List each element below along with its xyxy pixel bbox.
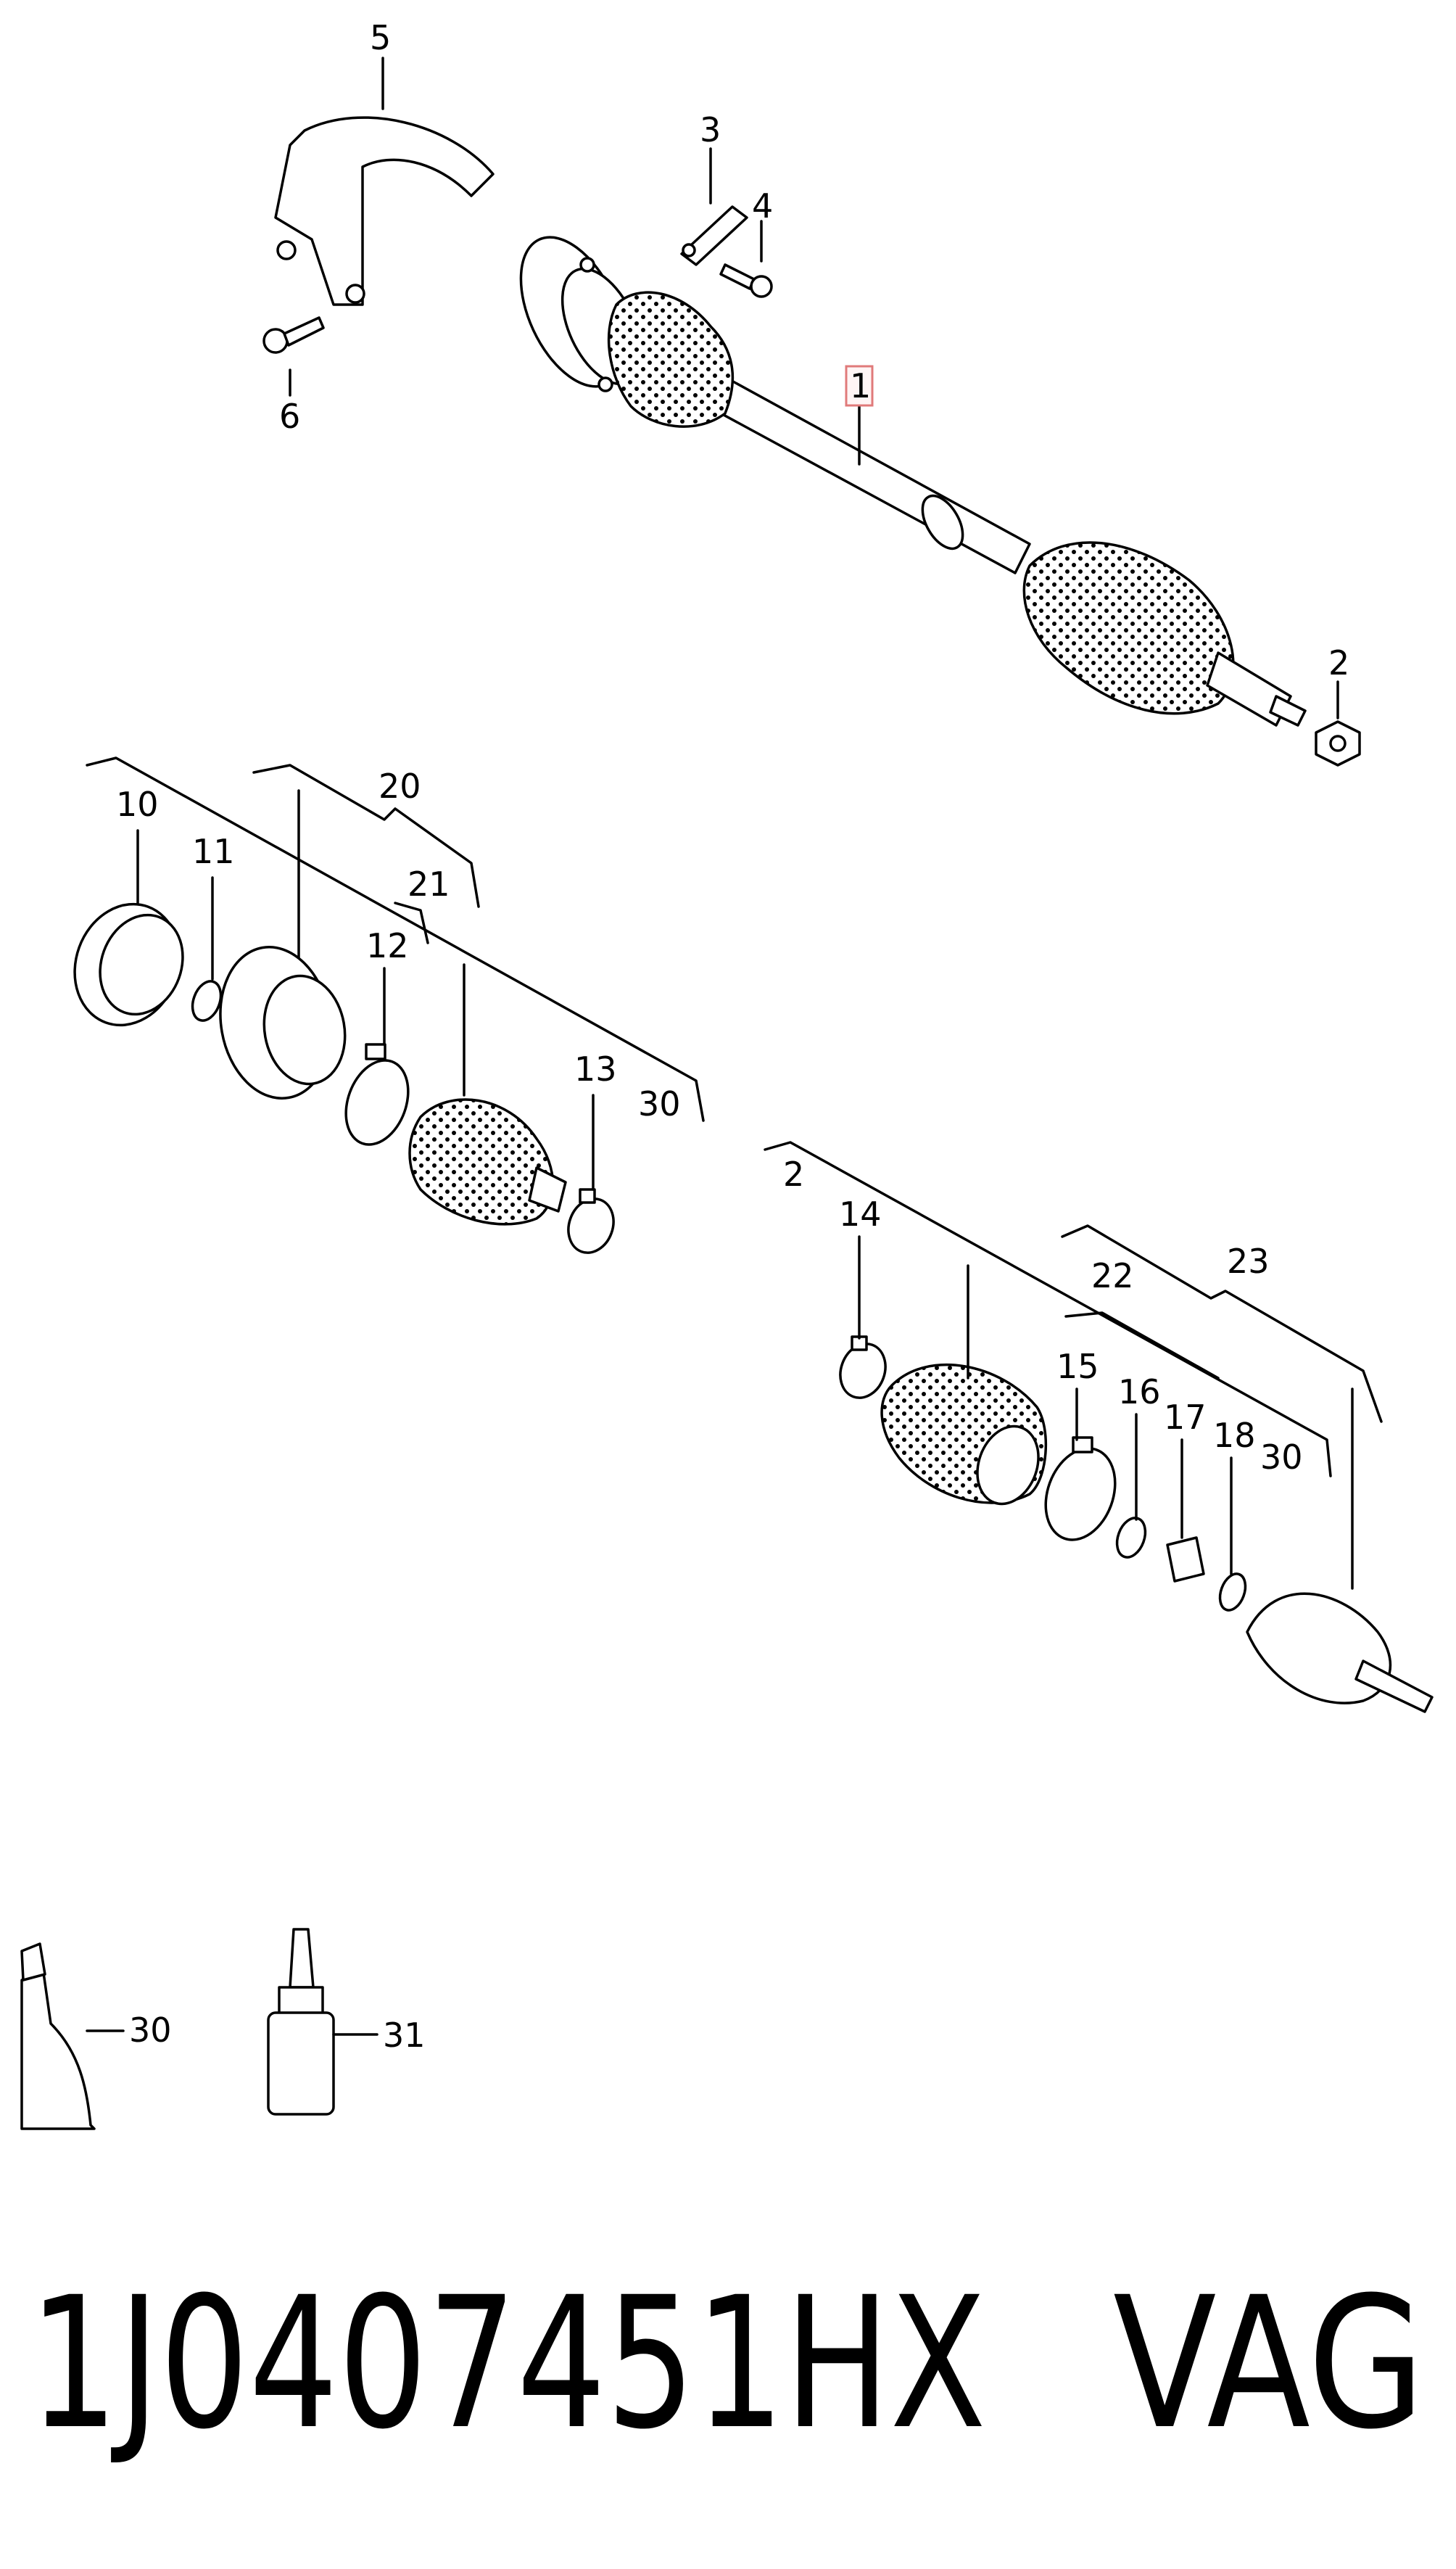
lock-plate bbox=[680, 205, 748, 266]
callout-30-inner: 30 bbox=[638, 1084, 681, 1123]
callout-30-grease: 30 bbox=[129, 2011, 172, 2050]
callout-6: 6 bbox=[279, 397, 300, 436]
callout-2-kit: 2 bbox=[783, 1155, 804, 1194]
callout-1-highlight bbox=[845, 365, 874, 407]
callout-14: 14 bbox=[839, 1195, 882, 1234]
callout-23: 23 bbox=[1227, 1242, 1270, 1281]
brand-name: VAG bbox=[1113, 2258, 1425, 2469]
bolt-6 bbox=[262, 316, 325, 354]
heat-shield bbox=[274, 116, 495, 306]
callout-10: 10 bbox=[116, 785, 159, 824]
callout-22: 22 bbox=[1091, 1256, 1134, 1295]
callout-2-top: 2 bbox=[1328, 643, 1349, 683]
callout-20: 20 bbox=[379, 767, 421, 806]
callout-13: 13 bbox=[574, 1050, 617, 1089]
callout-16: 16 bbox=[1118, 1372, 1161, 1411]
grease-tube bbox=[20, 1942, 125, 2130]
callout-12: 12 bbox=[366, 926, 409, 965]
callout-31: 31 bbox=[383, 2016, 426, 2055]
callout-17: 17 bbox=[1164, 1398, 1207, 1437]
callout-11: 11 bbox=[192, 832, 235, 871]
sealant-bottle bbox=[267, 1928, 379, 2116]
hex-nut bbox=[1315, 720, 1361, 767]
bolt-4 bbox=[719, 263, 773, 298]
inner-joint-kit bbox=[73, 756, 705, 1254]
part-number: 1J0407451HX bbox=[29, 2258, 986, 2469]
callout-15: 15 bbox=[1056, 1347, 1099, 1386]
callout-21: 21 bbox=[408, 865, 450, 904]
outer-joint-kit bbox=[764, 1141, 1434, 1713]
callout-18: 18 bbox=[1213, 1416, 1256, 1455]
callout-3: 3 bbox=[700, 110, 721, 149]
drive-shaft-assembly bbox=[519, 236, 1307, 727]
callout-1: 1 bbox=[850, 366, 871, 405]
callout-4: 4 bbox=[752, 186, 773, 226]
callout-5: 5 bbox=[370, 18, 391, 57]
callout-30-outer: 30 bbox=[1260, 1438, 1303, 1477]
